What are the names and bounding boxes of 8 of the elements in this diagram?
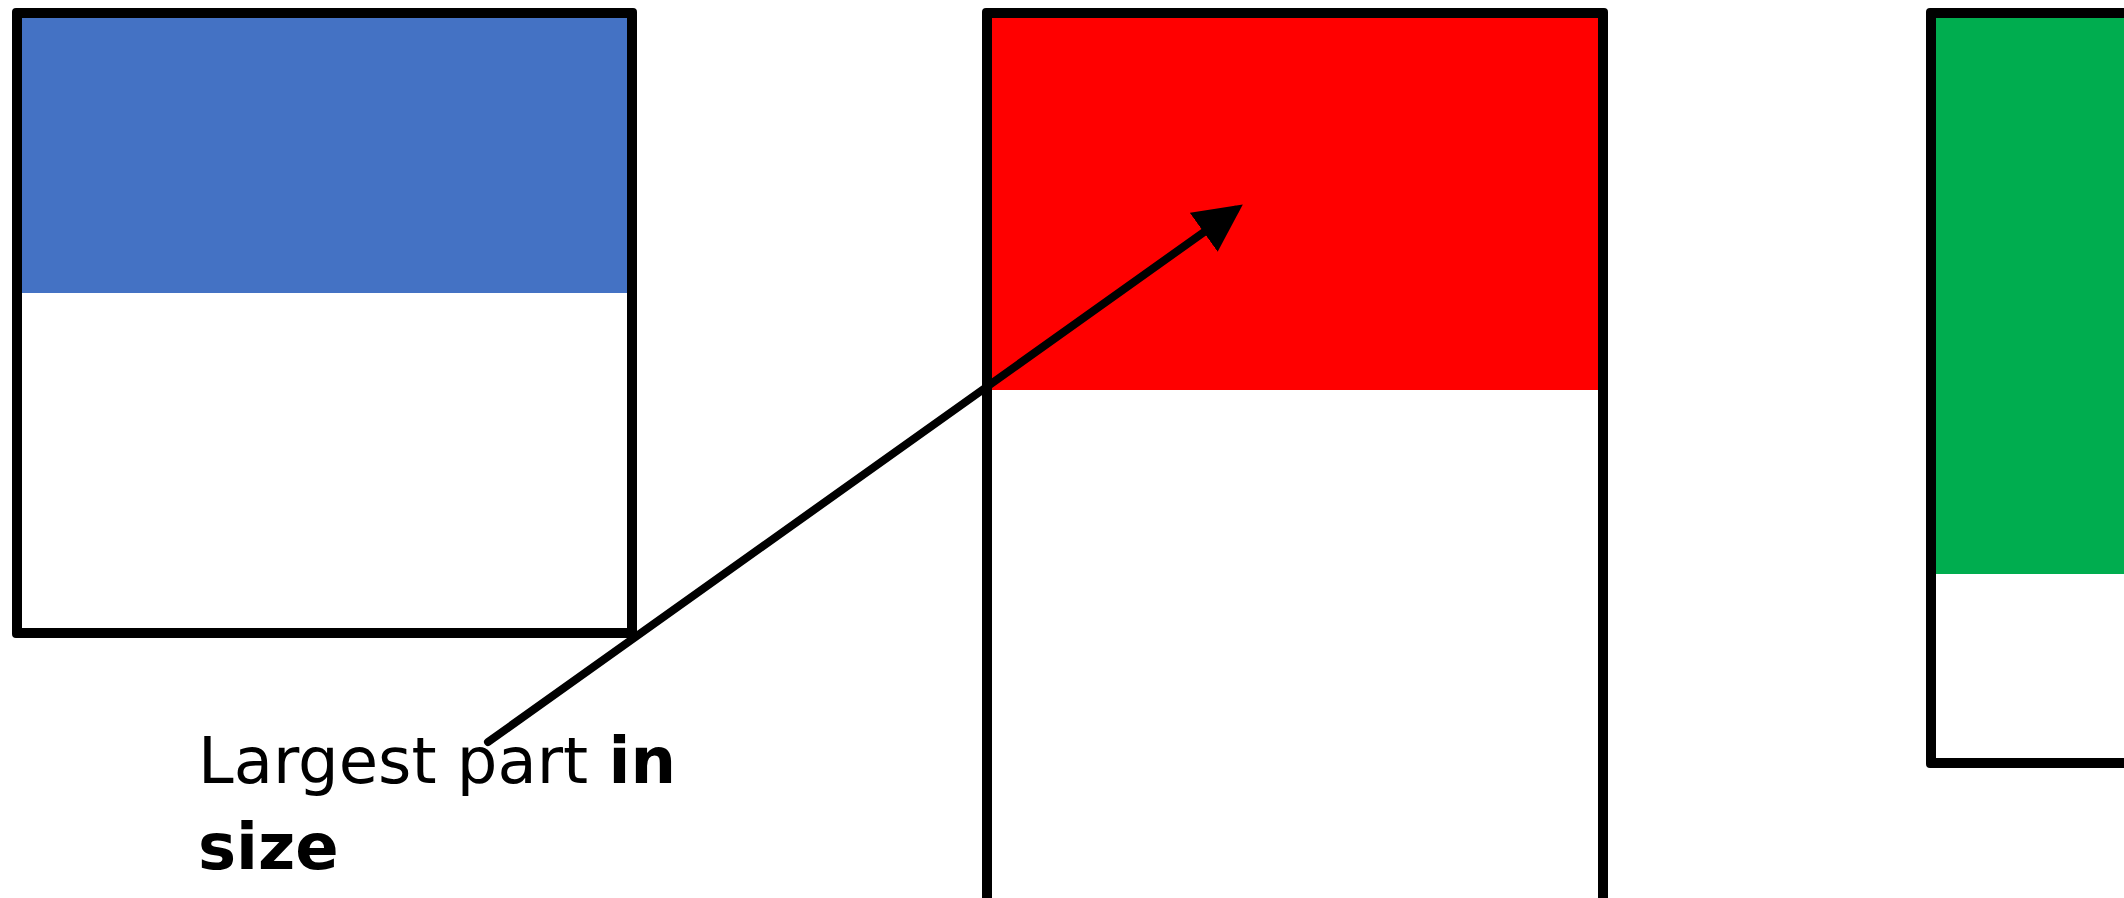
callout-text: Largest part in size	[198, 718, 678, 898]
container-box	[12, 8, 637, 638]
filled-part	[1936, 18, 2124, 574]
filled-part	[992, 18, 1598, 390]
container-box	[1926, 8, 2124, 768]
leader-arrow	[484, 204, 1243, 746]
container-box	[982, 8, 1608, 898]
filled-part	[22, 18, 627, 293]
